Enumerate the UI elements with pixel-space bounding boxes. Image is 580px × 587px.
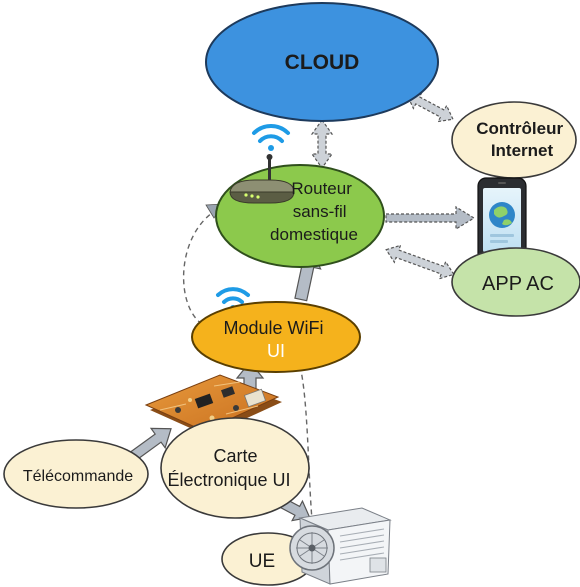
controller-node: Contrôleur Internet [451,101,577,179]
dashed-connectors [183,212,313,521]
wifi-module-node: Module WiFi UI [191,301,361,373]
arrow-router-app [385,244,455,280]
wifi-module-label: Module WiFi UI [223,318,328,361]
wifi-icon [252,123,290,151]
air-conditioner-unit-icon [289,507,392,585]
arrow-router-phone [385,205,476,231]
board-node: Carte Électronique UI [160,417,310,519]
remote-label: Télécommande [23,468,133,485]
dashed-link-wifi-router-left [183,212,213,325]
router-device-icon [229,154,295,204]
smartphone-icon [477,177,527,263]
app-node: APP AC [451,247,580,317]
dashed-link-wifi-to-outdoor [299,365,313,521]
app-label: APP AC [482,273,554,295]
arrow-cloud-controller [406,91,454,123]
router-label: Routeur sans-fil domestique [270,179,358,244]
arrow-cloud-router [310,118,334,170]
outdoor-label: UE [249,551,275,572]
router-node: Routeur sans-fil domestique [215,154,385,268]
double-arrows [310,91,455,280]
controller-label: Contrôleur Internet [476,119,568,160]
circuit-board-icon [144,374,282,436]
cloud-node: CLOUD [205,2,439,122]
board-label: Carte Électronique UI [167,446,290,490]
remote-node: Télécommande [3,439,149,509]
cloud-label: CLOUD [285,51,360,74]
